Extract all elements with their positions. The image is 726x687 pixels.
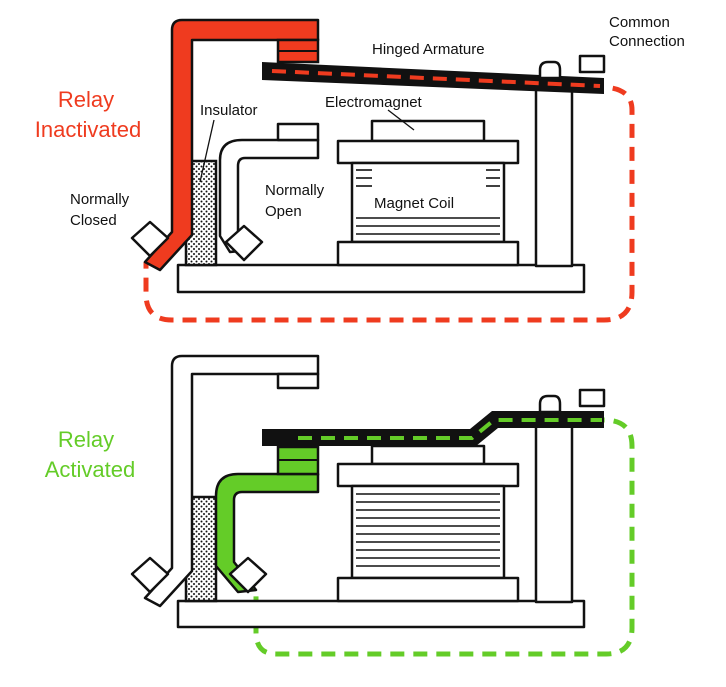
normally-open-arm	[214, 472, 320, 594]
normally-closed-label: Normally	[70, 191, 130, 208]
magnet-coil-body	[350, 161, 506, 244]
magnet-coil-body	[350, 484, 506, 580]
hinged-armature-label: Hinged Armature	[372, 41, 485, 58]
electromagnet-label: Electromagnet	[325, 94, 423, 111]
base-plate	[176, 599, 586, 629]
insulator-label: Insulator	[200, 102, 258, 119]
relay-activated-label-line2: Activated	[45, 457, 136, 482]
normally-closed-arm	[143, 18, 320, 272]
insulator-pointer	[199, 119, 215, 183]
normally-closed-contact	[276, 372, 320, 390]
electromagnet-lower-flange	[336, 240, 520, 267]
armature-current-path	[271, 69, 601, 88]
normally-open-label: Normally	[265, 182, 325, 199]
common-connection-label-line2: Connection	[609, 33, 685, 50]
magnet-coil-label: Magnet Coil	[374, 195, 454, 212]
normally-open-label-line2: Open	[265, 203, 302, 220]
no-terminal-clip	[224, 224, 264, 262]
active-circuit-path	[253, 417, 635, 657]
relay-inactivated-label: Relay	[58, 87, 114, 112]
no-terminal-clip	[228, 556, 268, 594]
normally-closed-arm	[143, 354, 320, 608]
armature-pillar	[534, 418, 574, 604]
electromagnet-upper-flange	[336, 139, 520, 165]
armature-pillar	[534, 80, 574, 268]
normally-closed-label-line2: Closed	[70, 212, 117, 229]
relay-inactivated-label-line2: Inactivated	[35, 117, 141, 142]
electromagnet	[336, 444, 520, 603]
electromagnet-upper-flange	[336, 462, 520, 488]
common-terminal-clip	[538, 54, 606, 80]
base-plate	[176, 263, 586, 294]
coil-windings	[356, 493, 500, 567]
electromagnet	[336, 119, 520, 267]
normally-open-contact	[276, 122, 320, 142]
electromagnet-core-top	[370, 119, 486, 143]
relay-inactivated-panel	[130, 18, 635, 323]
inactive-circuit-path	[143, 69, 635, 323]
armature-current-path	[298, 418, 602, 440]
common-connection-label: Common	[609, 14, 670, 31]
nc-terminal-clip	[130, 220, 170, 258]
electromagnet-core-top	[370, 444, 486, 466]
relay-activated-label: Relay	[58, 427, 114, 452]
coil-windings	[356, 169, 500, 235]
electromagnet-pointer	[387, 109, 415, 131]
relay-activated-panel	[130, 354, 635, 657]
electromagnet-lower-flange	[336, 576, 520, 603]
nc-terminal-clip	[130, 556, 170, 594]
common-terminal-clip	[538, 388, 606, 414]
